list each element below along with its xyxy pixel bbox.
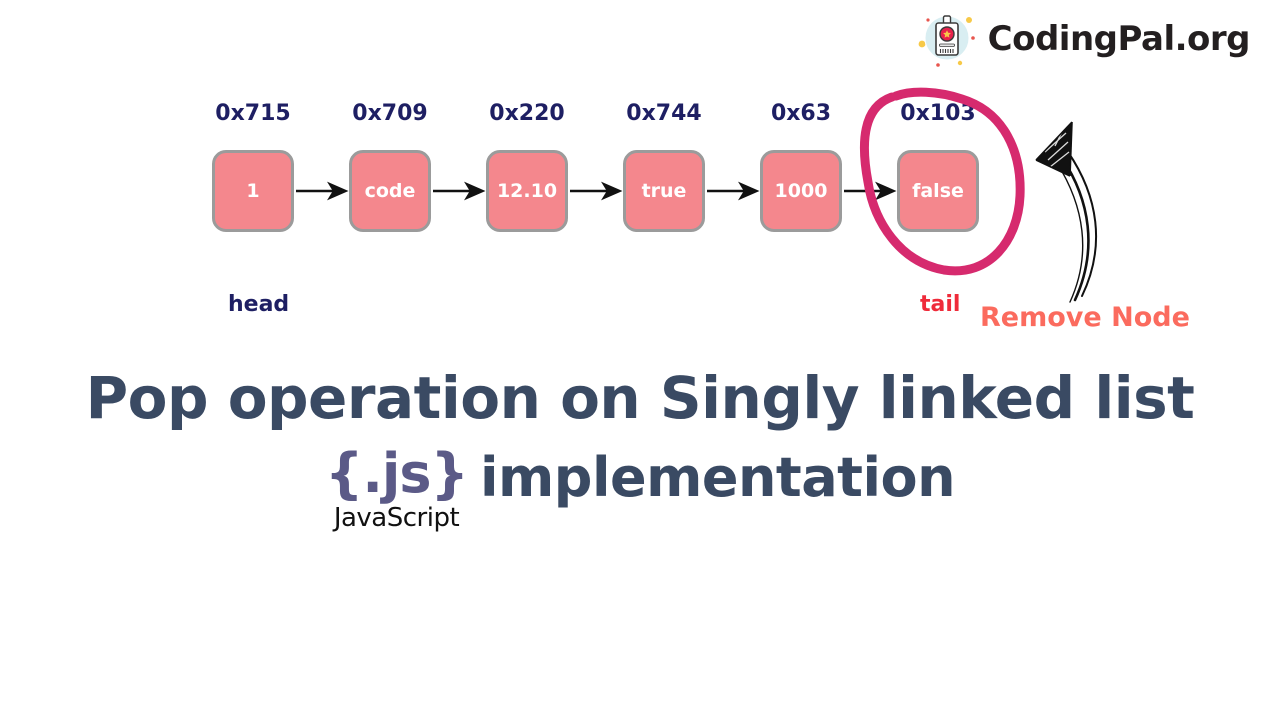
implementation-word: implementation (480, 445, 956, 509)
brand-logo: CodingPal.org (916, 8, 1251, 70)
brand-name: CodingPal.org (987, 19, 1251, 59)
title-block: Pop operation on Singly linked list {.js… (0, 368, 1280, 531)
node-address-2: 0x220 (489, 101, 565, 126)
page-title: Pop operation on Singly linked list (85, 364, 1195, 432)
node-address-1: 0x709 (352, 101, 428, 126)
node-value-5: false (912, 180, 964, 202)
list-node-1[interactable]: code (349, 150, 431, 232)
list-node-2[interactable]: 12.10 (486, 150, 568, 232)
list-node-0[interactable]: 1 (212, 150, 294, 232)
subtitle-row: {.js} JavaScript implementation (0, 441, 1280, 533)
list-node-3[interactable]: true (623, 150, 705, 232)
javascript-logo: {.js} JavaScript (324, 441, 469, 533)
linked-list-diagram: 0x715 0x709 0x220 0x744 0x63 0x103 1 cod… (0, 0, 1280, 350)
node-value-3: true (641, 180, 687, 202)
node-value-2: 12.10 (496, 180, 558, 202)
node-value-0: 1 (246, 180, 260, 202)
remove-node-label: Remove Node (980, 302, 1190, 333)
head-pointer-label: head (228, 292, 290, 317)
list-node-4[interactable]: 1000 (760, 150, 842, 232)
node-address-0: 0x715 (215, 101, 291, 126)
js-braces-logo: {.js} (324, 441, 469, 505)
node-address-3: 0x744 (626, 101, 702, 126)
node-address-4: 0x63 (770, 101, 832, 126)
tail-pointer-label: tail (920, 292, 961, 317)
node-value-4: 1000 (774, 180, 828, 202)
list-node-5-tail[interactable]: false (897, 150, 979, 232)
node-value-1: code (364, 180, 416, 202)
js-logo-caption: JavaScript (333, 502, 460, 533)
id-badge-icon (916, 8, 978, 70)
